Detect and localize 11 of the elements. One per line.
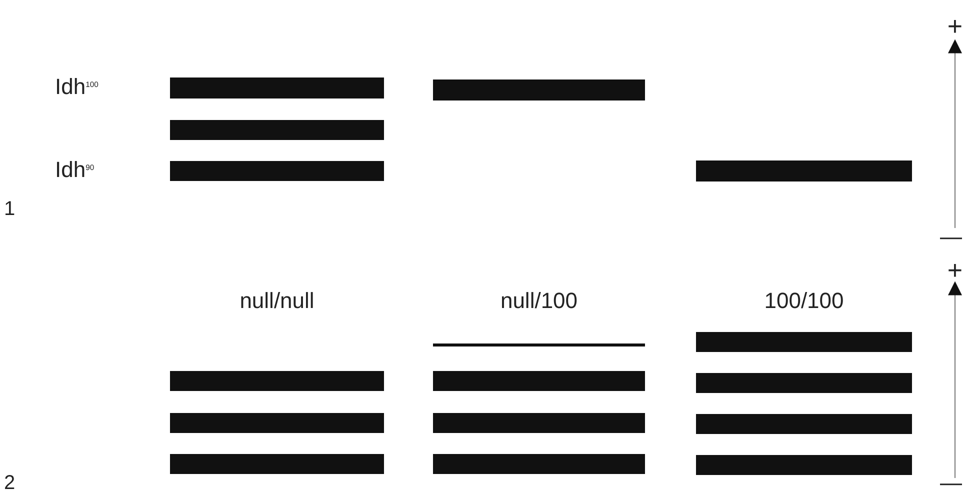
allele-label: Idh$^{100}$ (55, 76, 98, 98)
lane-label: 100/100 (764, 290, 844, 312)
lane-label: null/null (240, 290, 314, 312)
panel-number: 1 (4, 199, 16, 219)
panel-number: 2 (4, 473, 16, 493)
charge-sign: — (940, 226, 962, 248)
charge-sign: + (947, 256, 963, 283)
allele-label: Idh$^{90}$ (55, 158, 94, 181)
charge-sign: + (947, 12, 963, 39)
lane-label: null/100 (500, 290, 578, 312)
charge-sign: — (940, 472, 962, 494)
